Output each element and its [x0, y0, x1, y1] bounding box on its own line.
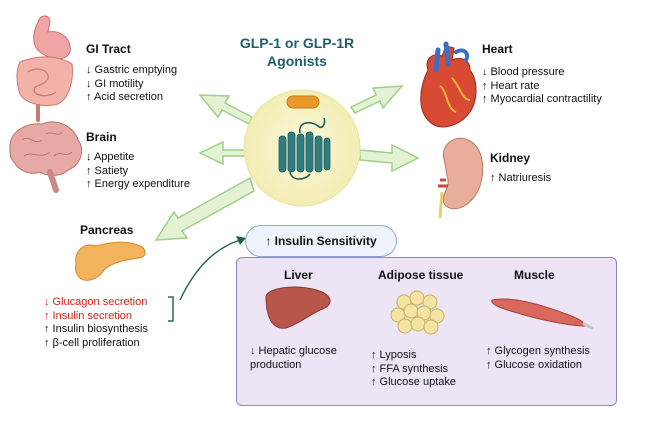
- adipose-effect: ↑ Glucose uptake: [371, 376, 456, 388]
- brain-effect: ↑ Satiety: [86, 164, 129, 177]
- brain-effects: ↓ Appetite ↑ Satiety ↑ Energy expenditur…: [86, 151, 190, 192]
- muscle-effect: ↑ Glycogen synthesis: [486, 345, 590, 357]
- adipose-effect: ↑ FFA synthesis: [371, 362, 449, 375]
- arrow-to-heart: [349, 85, 404, 114]
- receptor-icon: [278, 131, 331, 173]
- heart-title: Heart: [482, 42, 513, 56]
- muscle-effect: ↑ Glucose oxidation: [486, 358, 582, 371]
- pancreas-title: Pancreas: [80, 223, 134, 237]
- pancreas-effect: ↓ Glucagon secretion: [44, 296, 148, 308]
- muscle-title: Muscle: [514, 268, 555, 282]
- adipose-effects: ↑ Lyposis ↑ FFA synthesis ↑ Glucose upta…: [371, 349, 456, 390]
- adipose-icon: [390, 290, 445, 335]
- brain-title: Brain: [86, 130, 117, 144]
- heart-effect: ↓ Blood pressure: [482, 66, 565, 78]
- gi-tract-title: GI Tract: [86, 42, 131, 56]
- pancreas-icon: [75, 241, 146, 281]
- kidney-effect: ↑ Natriuresis: [490, 172, 552, 184]
- gi-effect: ↓ Gastric emptying: [86, 64, 178, 76]
- heart-effect: ↑ Myocardial contractility: [482, 93, 602, 105]
- center-title-line2: Agonists: [267, 53, 327, 69]
- center-title: GLP-1 or GLP-1R Agonists: [222, 34, 372, 70]
- liver-effect: ↓ Hepatic glucose: [250, 345, 337, 357]
- liver-effects: ↓ Hepatic glucose production: [250, 345, 337, 372]
- gi-tract-icon: [16, 15, 73, 122]
- liver-title: Liver: [284, 268, 313, 282]
- insulin-sensitivity-arrow: [179, 239, 241, 301]
- brain-effect: ↓ Appetite: [86, 151, 135, 163]
- adipose-title: Adipose tissue: [378, 268, 464, 282]
- arrow-to-brain: [198, 140, 248, 166]
- heart-effects: ↓ Blood pressure ↑ Heart rate ↑ Myocardi…: [482, 66, 602, 107]
- kidney-icon: [438, 137, 484, 219]
- pancreas-effect: ↑ β-cell proliferation: [44, 336, 140, 349]
- gi-effect: ↑ Acid secretion: [86, 91, 164, 103]
- liver-effect: production: [250, 358, 302, 371]
- adipose-effect: ↑ Lyposis: [371, 349, 417, 361]
- center-title-line1: GLP-1 or GLP-1R: [239, 35, 355, 51]
- muscle-icon: [491, 298, 594, 330]
- pill-icon: [286, 95, 320, 109]
- gi-tract-effects: ↓ Gastric emptying ↓ GI motility ↑ Acid …: [86, 64, 177, 105]
- pancreas-effect: ↑ Insulin biosynthesis: [44, 323, 148, 335]
- heart-effect: ↑ Heart rate: [482, 79, 540, 92]
- heart-icon: [420, 41, 477, 128]
- kidney-title: Kidney: [490, 151, 531, 165]
- pancreas-effects: ↓ Glucagon secretion ↑ Insulin secretion…: [44, 296, 148, 350]
- brain-icon: [9, 121, 83, 193]
- gi-effect: ↓ GI motility: [86, 77, 144, 90]
- pancreas-bracket: [168, 296, 174, 322]
- insulin-sensitivity-label: ↑ Insulin Sensitivity: [245, 225, 397, 257]
- brain-effect: ↑ Energy expenditure: [86, 178, 190, 190]
- pancreas-effect: ↑ Insulin secretion: [44, 309, 133, 322]
- liver-icon: [265, 286, 331, 329]
- arrow-to-kidney: [359, 143, 420, 173]
- kidney-effects: ↑ Natriuresis: [490, 172, 551, 186]
- muscle-effects: ↑ Glycogen synthesis ↑ Glucose oxidation: [486, 345, 590, 372]
- arrow-to-gi: [198, 94, 253, 126]
- arrow-to-pancreas: [154, 176, 255, 241]
